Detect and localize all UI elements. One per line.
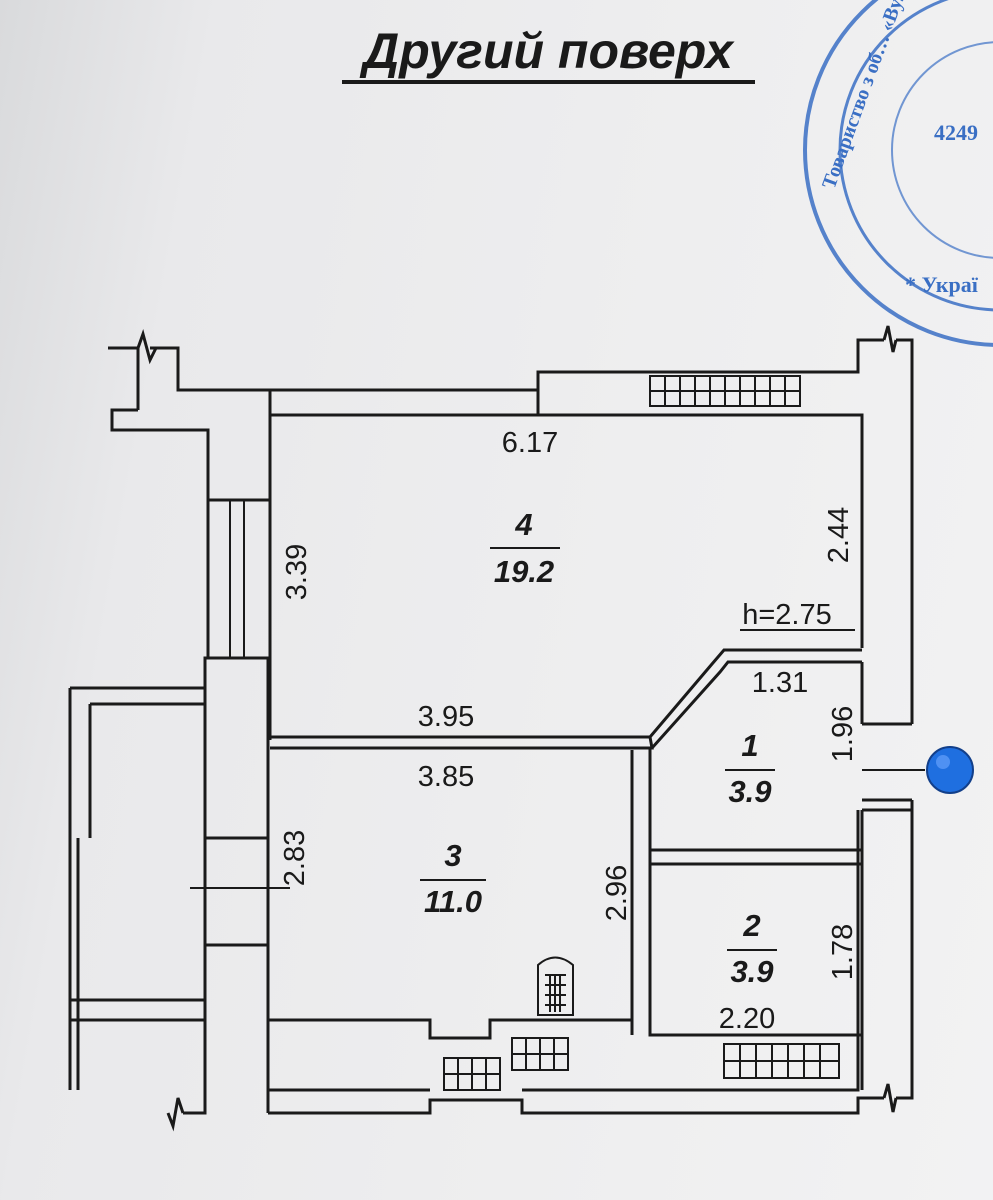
left-pier [203, 656, 270, 840]
wall-room2 [630, 748, 862, 1037]
wall-top-left [108, 346, 272, 502]
break-mark-top-right [882, 325, 898, 353]
room-4-number: 4 [514, 507, 532, 542]
wall-room3 [203, 750, 634, 1040]
radiator [537, 956, 574, 1016]
window-top [649, 375, 801, 407]
dim-room4-bottom: 3.95 [418, 701, 474, 733]
break-mark-bottom-right [882, 1083, 898, 1113]
dim-room4-right: 2.44 [823, 507, 855, 563]
dim-partition-short: 1.31 [752, 667, 808, 699]
stamp-bottom-text: * Украї [905, 272, 979, 297]
company-stamp: 4249 * Украї Товариство з об… «Вулфінжин… [803, 0, 993, 347]
dim-room2-height: 1.78 [827, 924, 859, 980]
dim-ceiling-height: h=2.75 [742, 599, 832, 631]
wall-bottom [268, 800, 914, 1115]
room-2-area: 3.9 [730, 954, 774, 989]
windows [443, 375, 840, 1091]
door-room2 [728, 849, 805, 865]
room-1-number: 1 [741, 728, 758, 763]
partition-4-3 [270, 735, 654, 750]
room-3-number: 3 [444, 838, 461, 873]
dim-room3-right: 2.96 [601, 865, 633, 921]
entrance-marker [926, 746, 974, 794]
entrance-marker-highlight [936, 755, 950, 769]
dim-room4-left: 3.39 [281, 544, 313, 600]
dim-room3-top: 3.85 [418, 761, 474, 793]
partition-1-2 [650, 848, 862, 866]
room-2-number: 2 [742, 908, 760, 943]
room-4-area: 19.2 [494, 554, 554, 589]
dim-top-width: 6.17 [502, 427, 558, 459]
window-bottom-right [723, 1043, 840, 1079]
plan-title: Другий поверх [359, 23, 735, 79]
partition-diagonal [648, 648, 862, 750]
window-bottom-left [443, 1057, 501, 1091]
entrance-wall [862, 722, 912, 812]
break-mark-bottom-left [166, 1097, 185, 1132]
window-bottom-mid [511, 1037, 569, 1071]
wall-inner-top [270, 413, 864, 648]
room-3-area: 11.0 [424, 884, 482, 919]
wall-left-lower [183, 945, 207, 1115]
walls [68, 325, 914, 1132]
balcony [68, 686, 205, 1090]
left-window-upper [229, 500, 245, 658]
dim-room2-width: 2.20 [719, 1003, 775, 1035]
stamp-ring-text: Товариство з об… «Вулфінжині… [818, 0, 943, 192]
dim-room1-height: 1.96 [827, 706, 859, 762]
wall-top-right [270, 338, 914, 724]
wall-left-upper [206, 500, 272, 740]
annotation-lines [190, 547, 925, 951]
room-1-area: 3.9 [728, 774, 772, 809]
dim-room3-left: 2.83 [279, 830, 311, 886]
stamp-code: 4249 [934, 120, 978, 145]
break-mark-top-left [136, 328, 158, 365]
wall-bottom-inner [266, 810, 860, 1113]
